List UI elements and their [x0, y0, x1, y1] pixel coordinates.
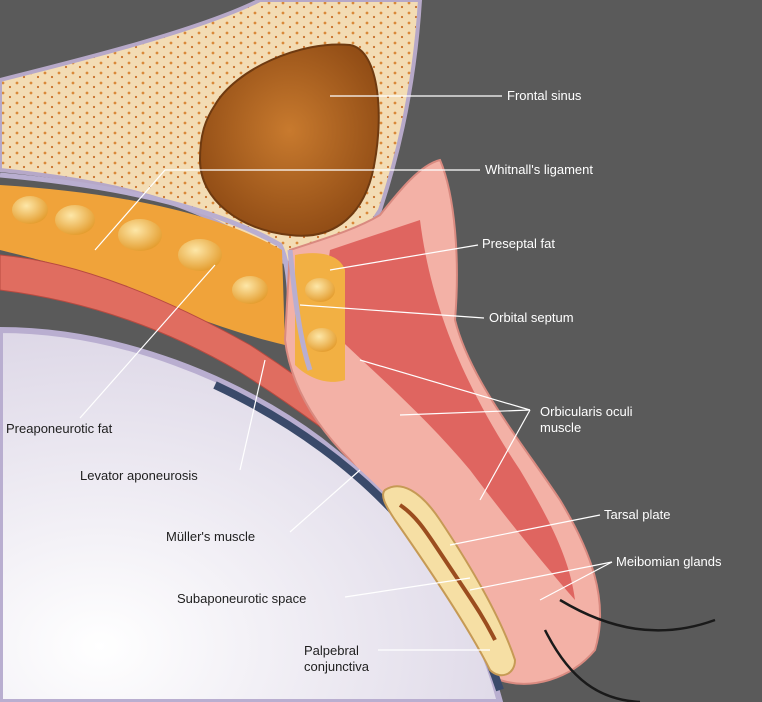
label-orbicularis-line1: Orbicularis oculi	[540, 404, 633, 419]
label-levator-aponeurosis: Levator aponeurosis	[80, 468, 198, 483]
label-orbicularis-oculi: Orbicularis oculi muscle	[540, 404, 680, 436]
label-mullers-muscle: Müller's muscle	[166, 529, 256, 544]
eyelash-2	[543, 629, 641, 702]
leader-subaponeurotic-space	[344, 577, 471, 598]
label-meibomian-glands: Meibomian glands	[616, 554, 722, 569]
label-tarsal-plate: Tarsal plate	[604, 507, 671, 522]
leader-orbicularis-1	[359, 359, 531, 411]
leader-whitnalls-ligament	[94, 169, 480, 251]
orbicularis-muscle-band	[320, 220, 575, 600]
fat-lobules	[12, 196, 337, 352]
leader-levator-aponeurosis	[239, 359, 266, 471]
meibomian-gland-shape	[398, 503, 497, 641]
label-orbicularis-line2: muscle	[540, 420, 582, 435]
leader-preaponeurotic-fat	[79, 264, 216, 419]
frontal-sinus-cavity	[198, 43, 380, 237]
leader-tarsal-plate	[449, 514, 601, 546]
label-subaponeurotic-space: Subaponeurotic space	[177, 591, 307, 606]
label-preaponeurotic-fat: Preaponeurotic fat	[6, 421, 113, 436]
leader-orbicularis-3	[479, 409, 531, 501]
preseptal-fat-pad	[295, 253, 345, 382]
leader-mullers-muscle	[289, 469, 361, 533]
leader-meibomian-1	[469, 561, 613, 591]
leader-meibomian-2	[539, 561, 613, 601]
leader-orbicularis-2	[399, 409, 531, 416]
leader-lines	[79, 95, 613, 651]
eyelash-1	[559, 598, 716, 632]
label-orbital-septum: Orbital septum	[489, 310, 574, 325]
leader-orbital-septum	[299, 304, 485, 319]
label-palpebral-line1: Palpebral	[304, 643, 359, 658]
label-palpebral-conjunctiva: Palpebral conjunctiva	[304, 643, 394, 675]
label-frontal-sinus: Frontal sinus	[507, 88, 582, 103]
leader-preseptal-fat	[329, 244, 479, 271]
orbital-septum-line	[287, 249, 313, 371]
label-preseptal-fat: Preseptal fat	[482, 236, 555, 251]
label-whitnalls-ligament: Whitnall's ligament	[485, 162, 593, 177]
label-palpebral-line2: conjunctiva	[304, 659, 370, 674]
